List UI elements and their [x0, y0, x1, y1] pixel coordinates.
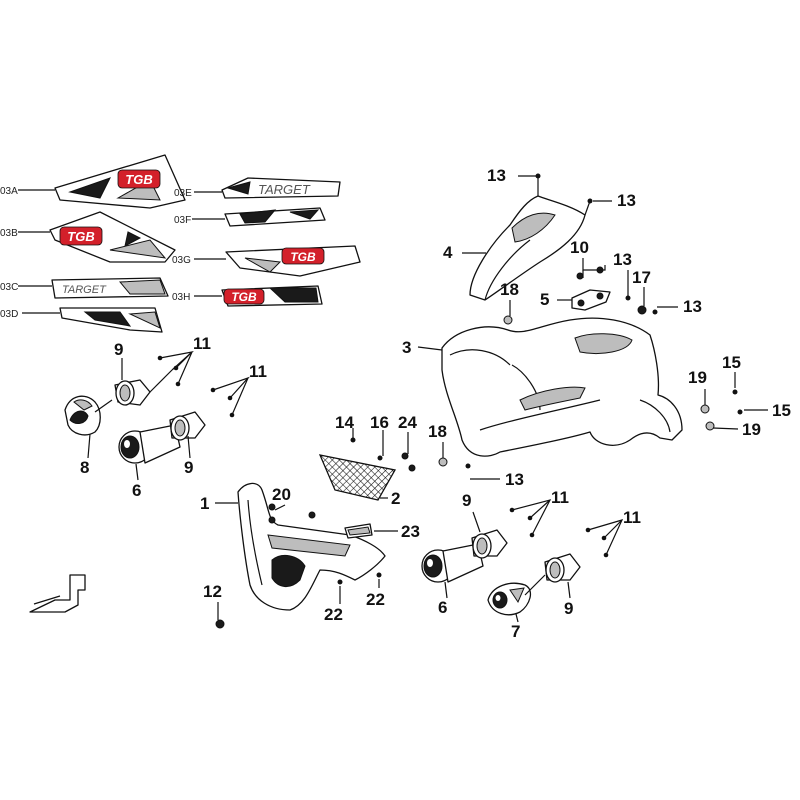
part-2-grille-mesh — [318, 454, 397, 501]
callout-8: 8 — [80, 458, 89, 477]
callout-22: 22 — [366, 590, 385, 609]
callout-23: 23 — [401, 522, 420, 541]
callout-3: 3 — [402, 338, 411, 357]
decal-code-03d: 03D — [0, 309, 18, 320]
callout-4: 4 — [443, 243, 453, 262]
callout-16: 15 — [772, 401, 791, 420]
decal-03e: TARGET 03E — [174, 177, 341, 199]
decal-logo: TGB — [231, 290, 257, 304]
headlight-assembly-lower-right-b — [487, 527, 609, 616]
callout-14: 13 — [505, 470, 524, 489]
front-direction-icon — [29, 574, 86, 613]
callout-14: 13 — [617, 191, 636, 210]
callout-11: 11 — [193, 334, 211, 353]
callout-14: 13 — [613, 250, 632, 269]
hardware — [215, 266, 743, 629]
decal-logo: TARGET — [258, 182, 311, 197]
decal-code-03b: 03B — [0, 228, 18, 239]
callout-12: 12 — [203, 582, 222, 601]
part-4-nose-cover — [469, 173, 593, 301]
callout-2: 2 — [391, 489, 400, 508]
headlight-assembly-upper-left — [64, 355, 181, 436]
decal-logo: TGB — [290, 250, 316, 264]
callout-9: 9 — [114, 340, 123, 359]
decal-code-03c: 03C — [0, 282, 18, 293]
callout-9: 9 — [462, 491, 471, 510]
decal-03g: TGB 03G — [172, 245, 361, 277]
callout-6: 6 — [438, 598, 447, 617]
decal-code-03h: 03H — [172, 292, 190, 303]
decal-logo: TGB — [67, 229, 94, 244]
callout-16: 15 — [722, 353, 741, 372]
decal-03b: TGB 03B — [0, 211, 176, 263]
callout-7: 7 — [511, 622, 520, 641]
callout-20: 20 — [272, 485, 291, 504]
decal-logo: TARGET — [62, 284, 107, 296]
part-23-plate — [344, 523, 373, 539]
callout-19: 19 — [742, 420, 761, 439]
callout-11: 11 — [623, 508, 641, 527]
leader-lines — [87, 175, 768, 623]
headlight-assembly-mid-left — [118, 387, 235, 464]
decal-code-03a: 03A — [0, 186, 18, 197]
callout-24: 24 — [398, 413, 417, 432]
headlight-assembly-lower-right-a — [421, 507, 535, 583]
callout-11: 11 — [551, 488, 569, 507]
decal-03h: TGB 03H — [172, 285, 323, 307]
callout-14: 13 — [487, 166, 506, 185]
callout-18: 18 — [428, 422, 447, 441]
callout-5: 5 — [540, 290, 549, 309]
decal-code-03g: 03G — [172, 255, 191, 266]
part-1-lower-front-panel — [237, 482, 386, 611]
callout-11: 11 — [249, 362, 267, 381]
decal-code-03f: 03F — [174, 215, 191, 226]
decal-code-03e: 03E — [174, 188, 192, 199]
part-5-bracket — [571, 289, 611, 311]
callout-17: 17 — [632, 268, 651, 287]
callout-numbers: 13 13 4 10 13 17 13 5 18 3 18 13 19 15 1… — [80, 166, 791, 641]
callout-19: 19 — [688, 368, 707, 387]
part-3-front-fender — [441, 317, 683, 457]
callout-13: 14 — [335, 413, 354, 432]
callout-14: 13 — [683, 297, 702, 316]
callout-22: 22 — [324, 605, 343, 624]
callout-6: 6 — [132, 481, 141, 500]
callout-10: 10 — [570, 238, 589, 257]
callout-9: 9 — [184, 458, 193, 477]
callout-15: 16 — [370, 413, 389, 432]
callout-1: 1 — [200, 494, 209, 513]
callout-9: 9 — [564, 599, 573, 618]
decal-03d: 03D — [0, 307, 163, 333]
decal-03f: 03F — [174, 207, 326, 227]
decal-03c: TARGET 03C — [0, 277, 169, 299]
decal-logo: TGB — [125, 172, 152, 187]
decal-03a: TGB 03A — [0, 154, 186, 209]
callout-18: 18 — [500, 280, 519, 299]
